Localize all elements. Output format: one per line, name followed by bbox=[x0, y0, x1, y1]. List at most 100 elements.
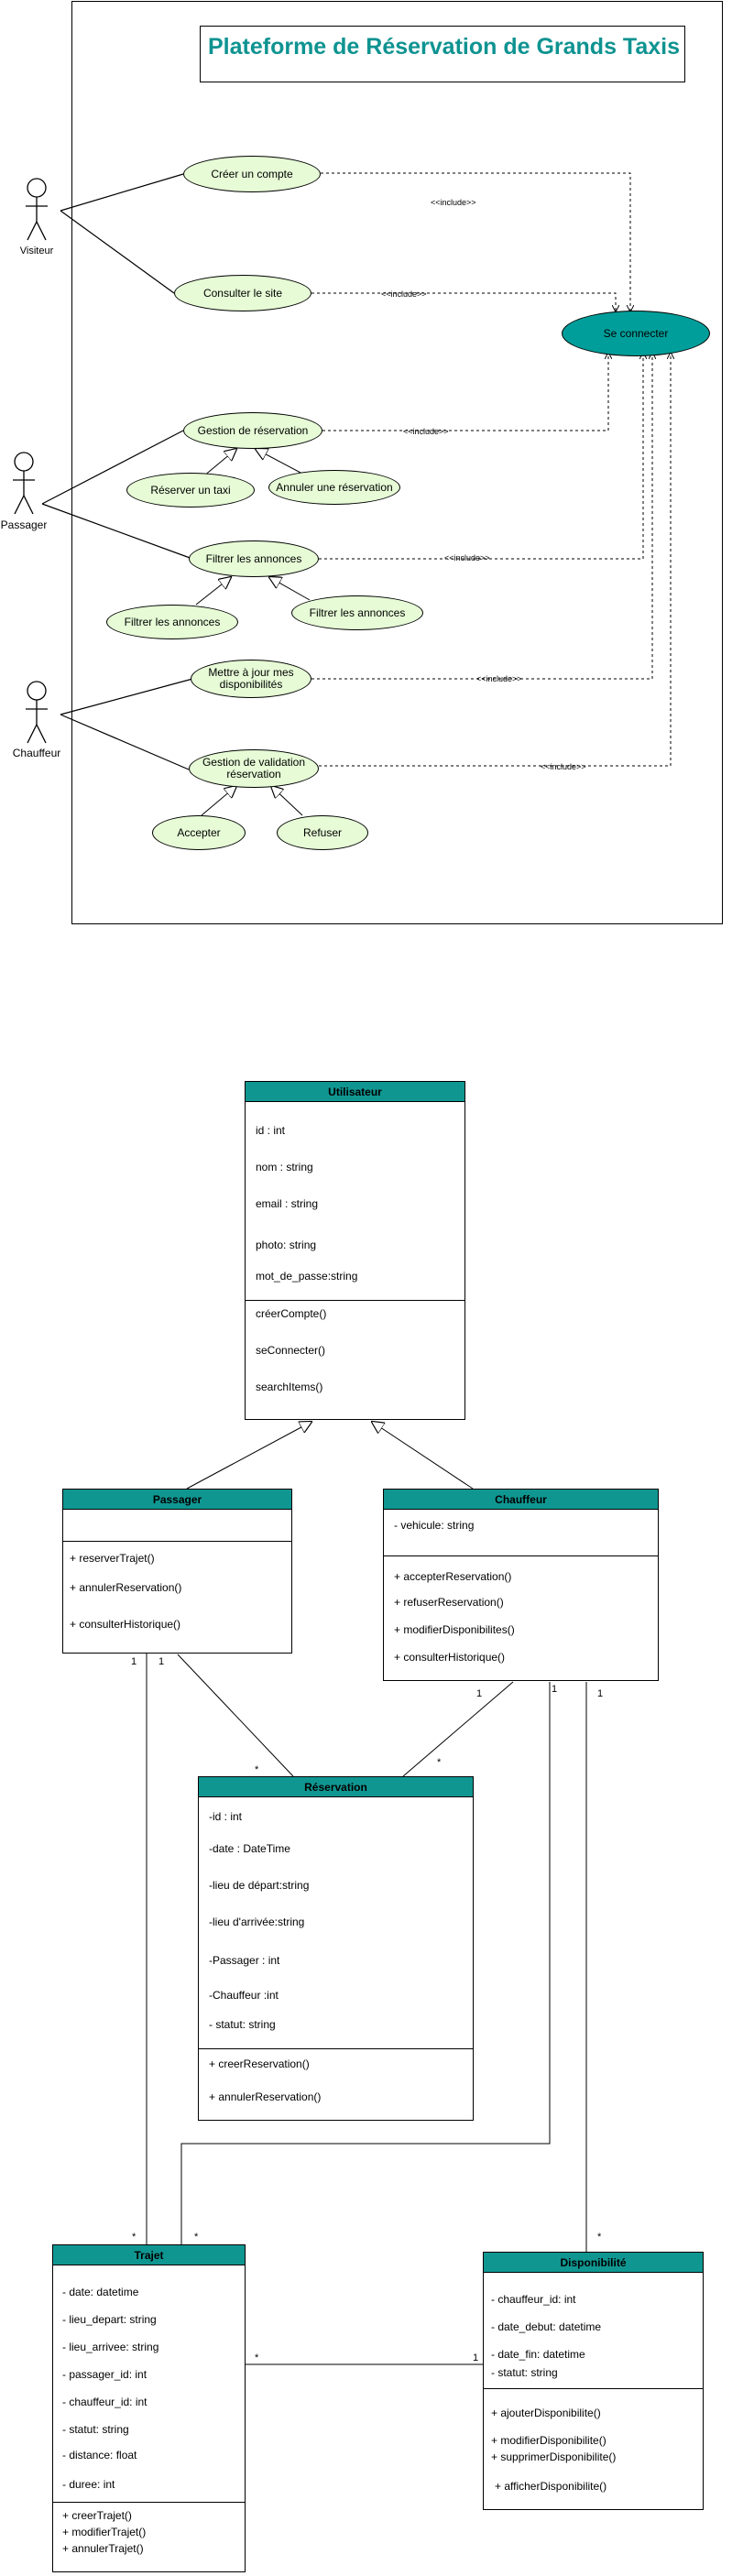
class-name: Chauffeur bbox=[384, 1490, 658, 1510]
class-separator bbox=[246, 1300, 464, 1301]
class-method: + accepterReservation() bbox=[394, 1570, 512, 1583]
usecase-refuser: Refuser bbox=[277, 815, 368, 850]
diagram-title: Plateforme de Réservation de Grands Taxi… bbox=[200, 26, 685, 82]
multiplicity: * bbox=[194, 2232, 199, 2243]
class-name: Utilisateur bbox=[246, 1082, 464, 1102]
class-method: + supprimerDisponibilite() bbox=[491, 2450, 617, 2463]
class-method: searchItems() bbox=[256, 1381, 323, 1393]
class-method: + annulerReservation() bbox=[70, 1581, 182, 1594]
class-attribute: - lieu_arrivee: string bbox=[62, 2341, 159, 2353]
class-separator bbox=[199, 2048, 473, 2049]
include-label: <<include>> bbox=[403, 427, 449, 436]
multiplicity: 1 bbox=[476, 1688, 483, 1699]
class-method: + afficherDisponibilite() bbox=[495, 2480, 607, 2493]
assoc-chauffeur-reservation bbox=[402, 1681, 514, 1777]
class-attribute: id : int bbox=[256, 1124, 286, 1137]
class-attribute: -lieu de départ:string bbox=[209, 1879, 310, 1892]
multiplicity: * bbox=[597, 2232, 602, 2243]
usecase-gestion-reservation: Gestion de réservation bbox=[183, 412, 322, 449]
class-name: Disponibilité bbox=[484, 2253, 703, 2273]
class-attribute: - chauffeur_id: int bbox=[62, 2396, 148, 2408]
class-attribute: - lieu_depart: string bbox=[62, 2313, 157, 2326]
ext-annuler-gestion bbox=[256, 449, 303, 475]
multiplicity: 1 bbox=[473, 2352, 479, 2363]
usecase-se-connecter: Se connecter bbox=[562, 311, 710, 356]
class-method: + consulterHistorique() bbox=[70, 1618, 181, 1631]
ext-filtrer-right bbox=[269, 577, 311, 601]
class-attribute: email : string bbox=[256, 1197, 319, 1210]
class-method: seConnecter() bbox=[256, 1344, 326, 1357]
actor-passager-figure bbox=[13, 452, 35, 515]
class-separator bbox=[63, 1541, 291, 1542]
class-name: Trajet bbox=[53, 2245, 245, 2265]
class-attribute: - statut: string bbox=[209, 2018, 276, 2031]
usecase-accepter: Accepter bbox=[152, 815, 246, 850]
class-attribute: - statut: string bbox=[62, 2423, 129, 2436]
multiplicity: 1 bbox=[131, 1656, 137, 1667]
class-method: créerCompte() bbox=[256, 1307, 327, 1320]
include-label: <<include>> bbox=[541, 762, 586, 771]
ext-filtrer-left bbox=[195, 577, 231, 606]
class-attribute: nom : string bbox=[256, 1161, 313, 1173]
class-method: + creerTrajet() bbox=[62, 2509, 132, 2522]
usecase-filtrer-annonces-right: Filtrer les annonces bbox=[291, 595, 423, 630]
usecase-filtrer-annonces-left: Filtrer les annonces bbox=[106, 605, 238, 639]
multiplicity: * bbox=[255, 2352, 259, 2363]
class-passager: Passager + reserverTrajet() + annulerRes… bbox=[62, 1489, 292, 1654]
class-method: + modifierDisponibilites() bbox=[394, 1623, 515, 1636]
class-utilisateur: Utilisateur id : int nom : string email … bbox=[245, 1081, 465, 1420]
class-method: + ajouterDisponibilite() bbox=[491, 2407, 601, 2419]
class-method: + modifierTrajet() bbox=[62, 2526, 147, 2538]
usecase-mettre-a-jour: Mettre à jour mes disponibilités bbox=[191, 660, 311, 698]
class-attribute: -Chauffeur :int bbox=[209, 1989, 279, 2002]
assoc-passager-filtrer bbox=[41, 503, 193, 560]
include-label: <<include>> bbox=[431, 198, 476, 207]
class-separator bbox=[484, 2388, 703, 2389]
usecase-consulter-site: Consulter le site bbox=[174, 275, 311, 311]
actor-visiteur-figure bbox=[26, 178, 48, 241]
class-attribute: - distance: float bbox=[62, 2449, 137, 2461]
include-gestion-connecter bbox=[322, 353, 608, 431]
multiplicity: 1 bbox=[158, 1656, 165, 1667]
ext-reserver-gestion bbox=[202, 449, 236, 477]
multiplicity: * bbox=[255, 1764, 259, 1775]
actor-chauffeur-figure bbox=[26, 681, 48, 744]
class-attribute: - passager_id: int bbox=[62, 2368, 148, 2381]
class-attribute: -lieu d'arrivée:string bbox=[209, 1916, 305, 1928]
class-method: + modifierDisponibilite() bbox=[491, 2434, 606, 2447]
class-name: Passager bbox=[63, 1490, 291, 1510]
multiplicity: 1 bbox=[552, 1684, 558, 1695]
class-method: + reserverTrajet() bbox=[70, 1552, 155, 1565]
class-attribute: - date_debut: datetime bbox=[491, 2320, 602, 2333]
assoc-chauffeur-trajet bbox=[180, 1682, 551, 2244]
class-disponibilite: Disponibilité - chauffeur_id: int - date… bbox=[483, 2252, 704, 2510]
class-chauffeur: Chauffeur - vehicule: string + accepterR… bbox=[383, 1489, 659, 1681]
usecase-gestion-validation: Gestion de validation réservation bbox=[189, 749, 319, 788]
assoc-visiteur-creer bbox=[60, 173, 184, 212]
class-name: Réservation bbox=[199, 1777, 473, 1797]
ext-refuser-validation bbox=[271, 786, 303, 816]
class-method: + annulerReservation() bbox=[209, 2090, 322, 2103]
assoc-passager-reservation bbox=[177, 1654, 294, 1777]
multiplicity: 1 bbox=[597, 1688, 604, 1699]
class-method: + refuserReservation() bbox=[394, 1596, 504, 1609]
multiplicity: * bbox=[437, 1757, 442, 1768]
class-trajet: Trajet - date: datetime - lieu_depart: s… bbox=[52, 2244, 246, 2572]
inherit-passager-utilisateur bbox=[186, 1422, 311, 1490]
class-attribute: -Passager : int bbox=[209, 1954, 280, 1967]
actor-passager-label: Passager bbox=[0, 518, 48, 531]
class-attribute: -id : int bbox=[209, 1810, 243, 1823]
multiplicity: * bbox=[132, 2232, 137, 2243]
class-attribute: photo: string bbox=[256, 1239, 317, 1251]
class-attribute: - date: datetime bbox=[62, 2286, 139, 2298]
system-boundary bbox=[71, 1, 723, 924]
actor-visiteur-label: Visiteur bbox=[19, 246, 54, 257]
assoc-chauffeur-maj bbox=[60, 677, 197, 715]
class-attribute: mot_de_passe:string bbox=[256, 1270, 358, 1283]
include-consulter-connecter bbox=[311, 292, 616, 311]
actor-chauffeur-label: Chauffeur bbox=[12, 747, 61, 759]
usecase-annuler-reservation: Annuler une réservation bbox=[268, 470, 400, 505]
class-attribute: -date : DateTime bbox=[209, 1842, 290, 1855]
class-attribute: - chauffeur_id: int bbox=[491, 2293, 576, 2306]
